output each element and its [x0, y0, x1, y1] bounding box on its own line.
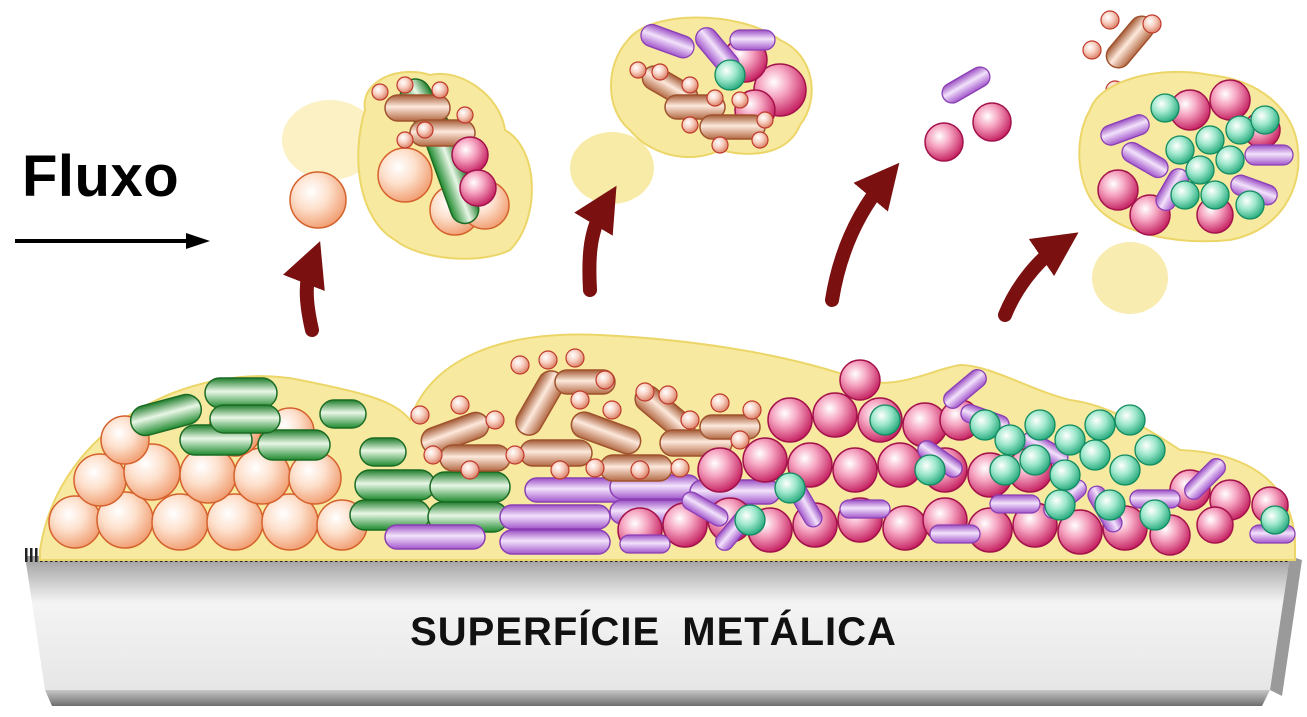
- matrix-fragment: [1092, 242, 1168, 314]
- detached-cluster-2: [611, 18, 812, 158]
- detachment-arrow-icon: [307, 262, 312, 330]
- detachment-arrow-icon: [1005, 245, 1060, 315]
- detached-small-cells: [925, 63, 1011, 161]
- detachment-arrow-icon: [832, 180, 885, 300]
- surface-label: SUPERFÍCIE METÁLICA: [0, 610, 1307, 655]
- matrix-fragment: [570, 132, 654, 204]
- flow-arrow-icon: [15, 233, 210, 249]
- flow-label: Fluxo: [22, 148, 179, 206]
- detached-cluster-3: [1079, 72, 1298, 241]
- detachment-arrow-icon: [589, 205, 605, 290]
- detached-orange-sphere: [290, 172, 346, 228]
- detached-cluster-1: [358, 72, 532, 259]
